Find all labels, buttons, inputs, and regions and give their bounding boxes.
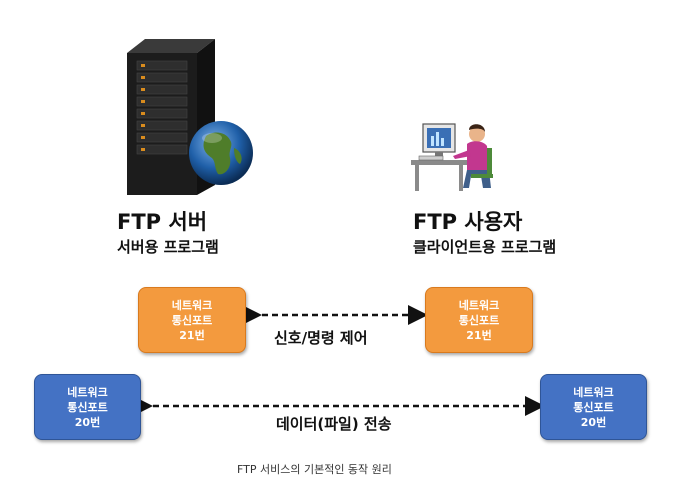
figure-caption: FTP 서비스의 기본적인 동작 원리 <box>237 463 392 476</box>
port-line-3: 21번 <box>179 328 205 342</box>
client-subtitle: 클라이언트용 프로그램 <box>413 238 557 256</box>
port-line-1: 네트워크 <box>171 298 213 312</box>
client-title: FTP 사용자 <box>413 210 523 234</box>
port-line-1: 네트워크 <box>67 385 108 399</box>
server-tower-icon <box>127 39 215 195</box>
port-line-3: 20번 <box>580 415 607 429</box>
port-line-1: 네트워크 <box>573 385 614 399</box>
server-title: FTP 서버 <box>117 210 208 234</box>
server-control-port-box: 네트워크 통신포트 21번 <box>138 287 246 353</box>
client-data-port-box: 네트워크 통신포트 20번 <box>540 374 647 440</box>
client-control-port-box: 네트워크 통신포트 21번 <box>425 287 533 353</box>
port-line-2: 통신포트 <box>67 400 108 414</box>
server-subtitle: 서버용 프로그램 <box>117 238 219 256</box>
port-line-3: 21번 <box>466 328 492 342</box>
computer-user-icon <box>411 123 493 191</box>
control-connection-label: 신호/명령 제어 <box>274 329 368 347</box>
globe-icon <box>189 121 253 185</box>
port-line-2: 통신포트 <box>458 313 500 327</box>
port-line-3: 20번 <box>74 415 101 429</box>
data-connection-label: 데이터(파일) 전송 <box>276 415 392 433</box>
port-line-1: 네트워크 <box>458 298 500 312</box>
port-line-2: 통신포트 <box>573 400 614 414</box>
port-line-2: 통신포트 <box>171 313 213 327</box>
server-data-port-box: 네트워크 통신포트 20번 <box>34 374 141 440</box>
